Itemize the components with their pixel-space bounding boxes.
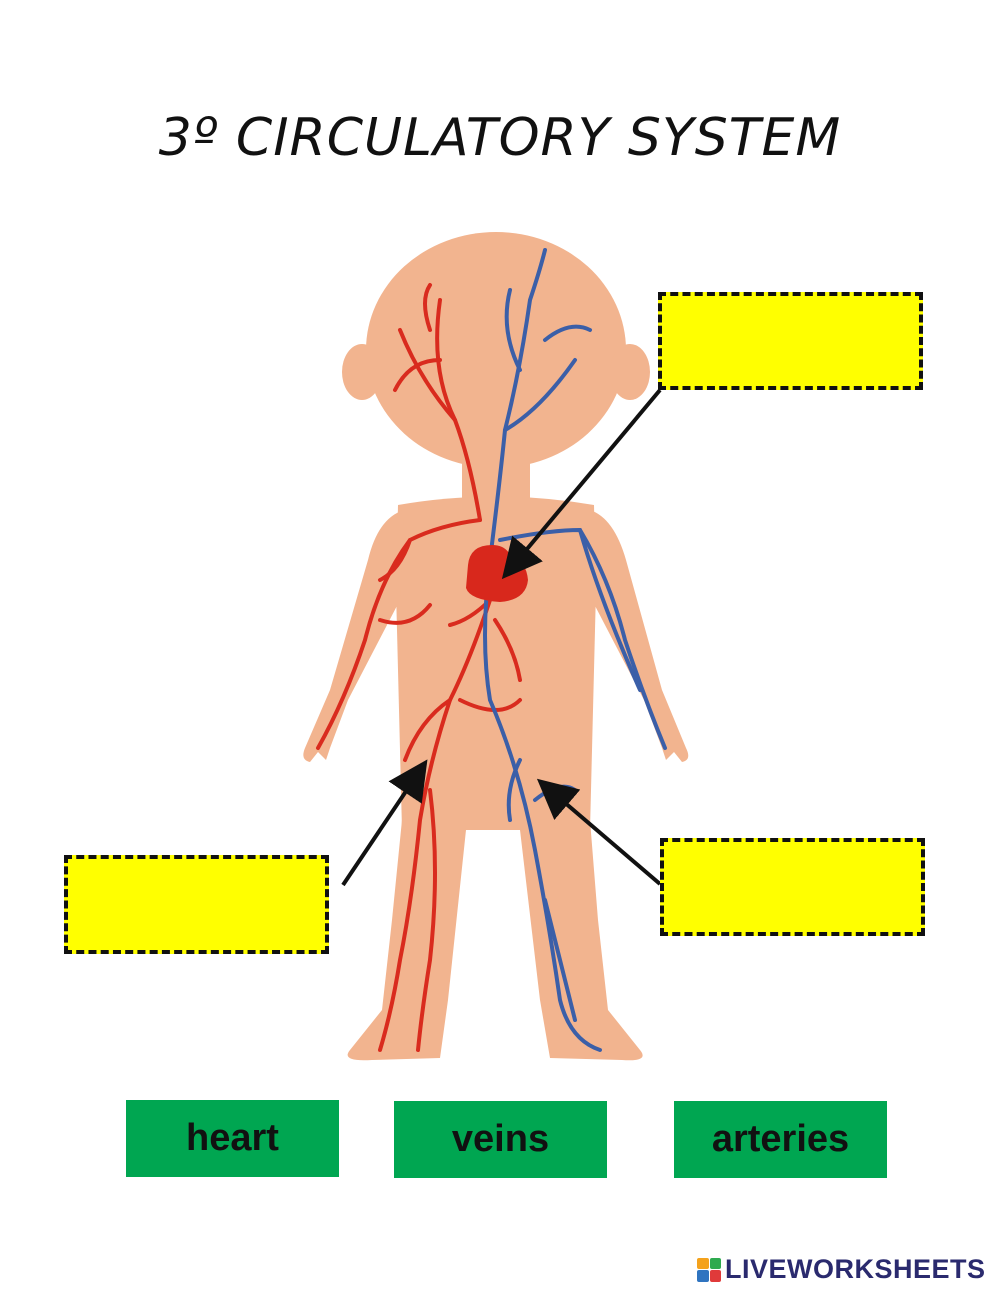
liveworksheets-brand: LIVEWORKSHEETS bbox=[697, 1254, 986, 1285]
heart-pointer-arrow bbox=[501, 388, 662, 580]
label-drop-zone-bottom-right[interactable] bbox=[660, 838, 925, 936]
worksheet-title: 3º CIRCULATORY SYSTEM bbox=[158, 108, 842, 168]
arteries-pointer-arrow bbox=[341, 759, 428, 887]
heart-organ bbox=[466, 545, 528, 602]
liveworksheets-logo-icon bbox=[697, 1257, 721, 1282]
word-card-arteries[interactable]: arteries bbox=[674, 1101, 887, 1178]
veins-network bbox=[483, 248, 667, 1052]
label-drop-zone-top-right[interactable] bbox=[658, 292, 923, 390]
brand-name: LIVEWORKSHEETS bbox=[725, 1254, 986, 1284]
veins-pointer-arrow bbox=[536, 778, 662, 886]
arteries-network bbox=[316, 283, 522, 1052]
body-silhouette bbox=[303, 232, 689, 1061]
label-drop-zone-left[interactable] bbox=[64, 855, 329, 954]
word-card-heart[interactable]: heart bbox=[126, 1100, 339, 1177]
word-card-veins[interactable]: veins bbox=[394, 1101, 607, 1178]
